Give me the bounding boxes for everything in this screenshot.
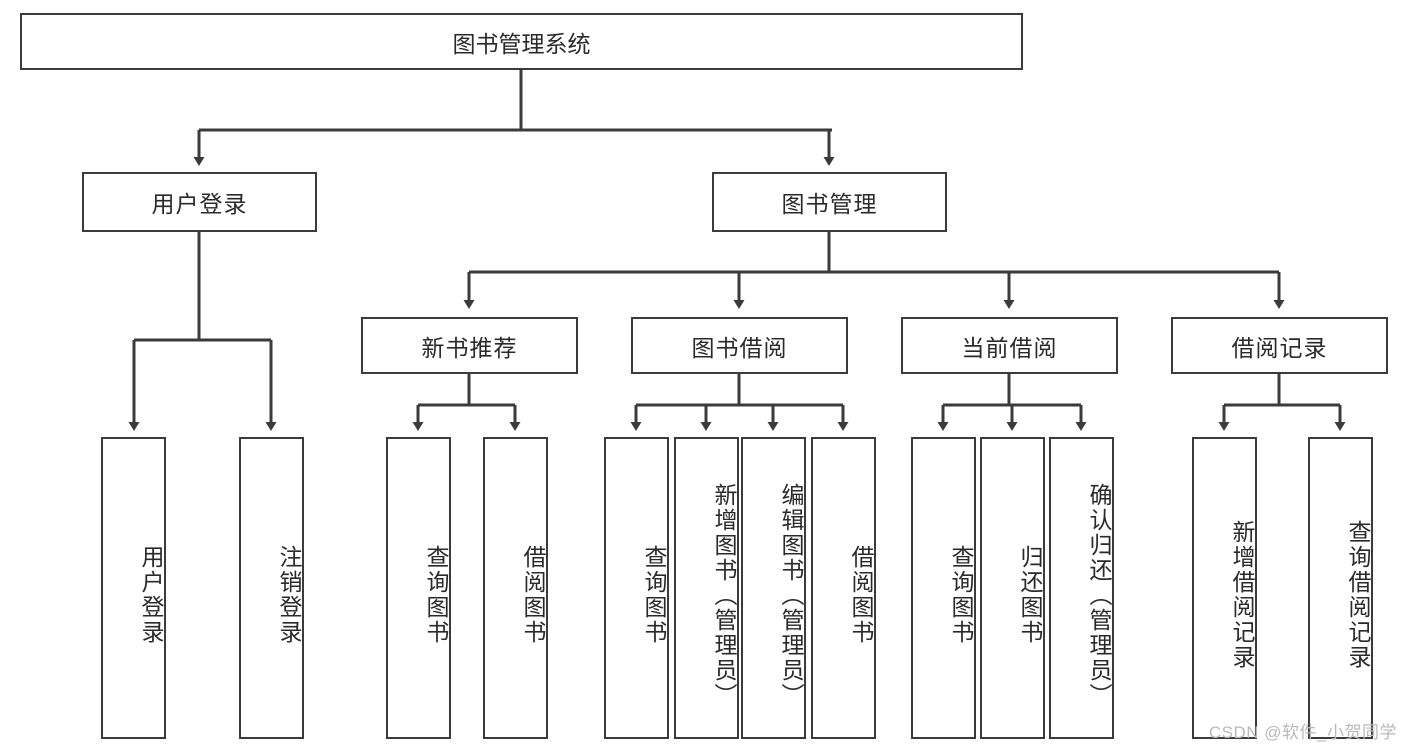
node-leaf-add-book-label: 新增图书（管理员）	[711, 482, 737, 708]
node-book-borrow[interactable]: 图书借阅	[631, 317, 848, 374]
node-current-borrow[interactable]: 当前借阅	[901, 317, 1118, 374]
node-leaf-edit-book-label: 编辑图书（管理员）	[778, 482, 804, 708]
node-leaf-user-logout[interactable]: 注销登录	[239, 437, 304, 739]
node-leaf-borrow-book-1-label: 借阅图书	[520, 545, 546, 645]
node-leaf-query-record-label: 查询借阅记录	[1345, 520, 1371, 670]
node-new-book-recommend-label: 新书推荐	[421, 334, 518, 361]
node-user-login[interactable]: 用户登录	[82, 172, 317, 232]
node-leaf-borrow-book-2[interactable]: 借阅图书	[811, 437, 876, 739]
node-leaf-query-book-2-label: 查询图书	[641, 545, 667, 645]
node-leaf-add-book[interactable]: 新增图书（管理员）	[674, 437, 739, 739]
node-leaf-borrow-book-1[interactable]: 借阅图书	[483, 437, 548, 739]
node-leaf-add-record[interactable]: 新增借阅记录	[1192, 437, 1257, 739]
node-user-login-label: 用户登录	[151, 191, 248, 217]
node-leaf-confirm-return-label: 确认归还（管理员）	[1086, 482, 1112, 708]
node-leaf-user-login-label: 用户登录	[138, 545, 164, 645]
node-leaf-query-book-3[interactable]: 查询图书	[911, 437, 976, 739]
node-leaf-add-record-label: 新增借阅记录	[1229, 520, 1255, 670]
node-root-label: 图书管理系统	[452, 30, 591, 57]
node-leaf-user-login[interactable]: 用户登录	[101, 437, 166, 739]
node-leaf-query-book-3-label: 查询图书	[948, 545, 974, 645]
node-book-management-label: 图书管理	[781, 191, 878, 217]
node-leaf-query-book-1-label: 查询图书	[423, 545, 449, 645]
watermark: CSDN @软件_小贺同学	[1208, 723, 1397, 742]
node-leaf-user-logout-label: 注销登录	[276, 545, 302, 645]
node-leaf-borrow-book-2-label: 借阅图书	[848, 545, 874, 645]
node-leaf-return-book[interactable]: 归还图书	[980, 437, 1045, 739]
node-borrow-record[interactable]: 借阅记录	[1171, 317, 1388, 374]
node-book-borrow-label: 图书借阅	[691, 334, 788, 361]
node-new-book-recommend[interactable]: 新书推荐	[361, 317, 578, 374]
node-current-borrow-label: 当前借阅	[961, 334, 1058, 361]
node-leaf-return-book-label: 归还图书	[1017, 545, 1043, 645]
node-leaf-edit-book[interactable]: 编辑图书（管理员）	[741, 437, 806, 739]
node-root[interactable]: 图书管理系统	[20, 13, 1023, 70]
node-leaf-query-record[interactable]: 查询借阅记录	[1308, 437, 1373, 739]
node-leaf-query-book-2[interactable]: 查询图书	[604, 437, 669, 739]
node-borrow-record-label: 借阅记录	[1231, 334, 1328, 361]
node-leaf-confirm-return[interactable]: 确认归还（管理员）	[1049, 437, 1114, 739]
node-book-management[interactable]: 图书管理	[712, 172, 947, 232]
node-leaf-query-book-1[interactable]: 查询图书	[386, 437, 451, 739]
